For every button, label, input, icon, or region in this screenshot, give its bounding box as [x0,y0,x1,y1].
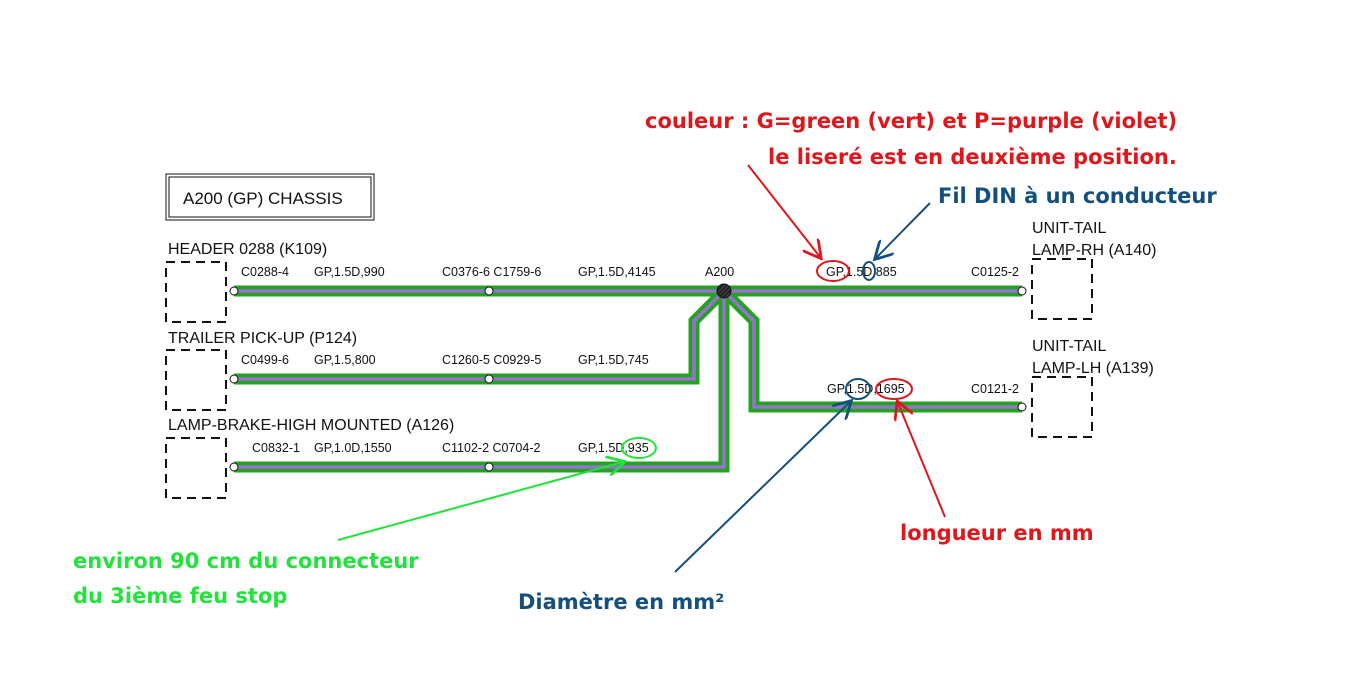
splice-junction-icon [716,283,732,299]
title-box: A200 (GP) CHASSIS [165,173,375,221]
connector-label: C0832-1 [252,441,300,455]
arrow-distance-annotation [337,462,623,541]
wire-spec-label: GP,1.5D,745 [578,353,649,367]
arrow-color-annotation [747,164,820,257]
component-label-a139-line1: UNIT-TAIL [1032,338,1106,355]
title-box-label: A200 (GP) CHASSIS [183,189,343,208]
connector-label: C0121-2 [971,382,1019,396]
connector-label: C0499-6 [241,353,289,367]
component-box-a140 [1031,258,1093,320]
component-label-a140-line1: UNIT-TAIL [1032,220,1106,237]
highlight-diameter [845,378,871,400]
arrow-length-annotation [898,403,946,518]
connector-terminal-icon [484,286,494,296]
connector-terminal-icon [484,462,494,472]
wire-spec-label: GP,1.5D,885 [826,265,897,279]
component-label-a126: LAMP-BRAKE-HIGH MOUNTED (A126) [168,417,454,434]
wire-paths [229,285,1027,473]
annotation-color-line1: couleur : G=green (vert) et P=purple (vi… [645,109,1177,133]
wire-spec-label: GP,1.5,800 [314,353,376,367]
annotation-din: Fil DIN à un conducteur [938,184,1217,208]
wire-spec-label: GP,1.5D,4145 [578,265,656,279]
junction-label: A200 [705,265,734,279]
arrow-diameter-annotation [674,402,850,573]
wire-spec-label: GP,1.0D,1550 [314,441,392,455]
wire-spec-label: GP,1.5D,1695 [827,382,905,396]
arrow-din-annotation [876,202,931,258]
component-label-p124: TRAILER PICK-UP (P124) [168,330,357,347]
annotation-diameter: Diamètre en mm² [518,590,724,614]
component-boxes [165,258,1093,499]
connector-pair-label: C1260-5 C0929-5 [442,353,541,367]
annotation-distance-line2: du 3ième feu stop [73,584,287,608]
component-label-a140-line2: LAMP-RH (A140) [1032,242,1156,259]
connector-terminal-icon [1017,286,1027,296]
annotation-length: longueur en mm [900,521,1094,545]
connector-terminal-icon [229,286,239,296]
component-box-k109 [165,261,227,323]
connector-terminal-icon [1017,402,1027,412]
connector-terminal-icon [484,374,494,384]
connector-terminal-icon [229,374,239,384]
annotation-color-line2: le liseré est en deuxième position. [768,145,1177,169]
connector-pair-label: C0376-6 C1759-6 [442,265,541,279]
highlight-din-marker [862,261,876,281]
annotation-distance-line1: environ 90 cm du connecteur [73,549,419,573]
component-label-k109: HEADER 0288 (K109) [168,241,327,258]
connector-pair-label: C1102-2 C0704-2 [442,441,540,455]
highlight-length-935 [621,437,657,459]
highlight-color-code [816,260,850,282]
component-label-a139-line2: LAMP-LH (A139) [1032,360,1154,377]
wire-stripe-2 [234,289,726,381]
component-box-a126 [165,437,227,499]
connector-label: C0125-2 [971,265,1019,279]
wire-spec-label: GP,1.5D,990 [314,265,385,279]
wire-stripe-3 [234,291,726,469]
connector-terminal-icon [229,462,239,472]
wire-spec-label: GP,1.5D,935 [578,441,649,455]
component-box-a139 [1031,376,1093,438]
connector-label: C0288-4 [241,265,289,279]
component-box-p124 [165,349,227,411]
wire-stripe-4 [722,289,1022,409]
